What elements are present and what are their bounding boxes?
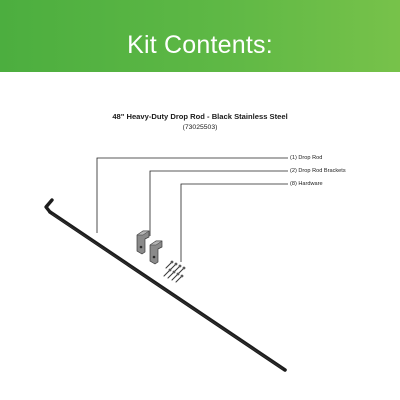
bracket-2 [149,240,163,265]
callout-line-drop-rod [96,157,288,233]
callout-line-brackets [149,170,288,236]
banner-title: Kit Contents: [127,31,273,59]
hardware-illustration [163,260,186,283]
label-drop-rod: (1) Drop Rod [290,155,323,161]
product-sku: (73025503) [182,124,218,131]
callout-line-hardware [180,183,288,262]
drop-rod-brackets-illustration [136,230,163,265]
label-hardware: (8) Hardware [290,181,323,187]
drop-rod-illustration [44,198,287,372]
product-name: 48" Heavy-Duty Drop Rod - Black Stainles… [112,112,288,121]
label-drop-rod-brackets: (2) Drop Rod Brackets [290,168,346,174]
bracket-1 [136,230,150,255]
header-banner: Kit Contents: [0,0,400,72]
callout-lines [96,157,288,262]
